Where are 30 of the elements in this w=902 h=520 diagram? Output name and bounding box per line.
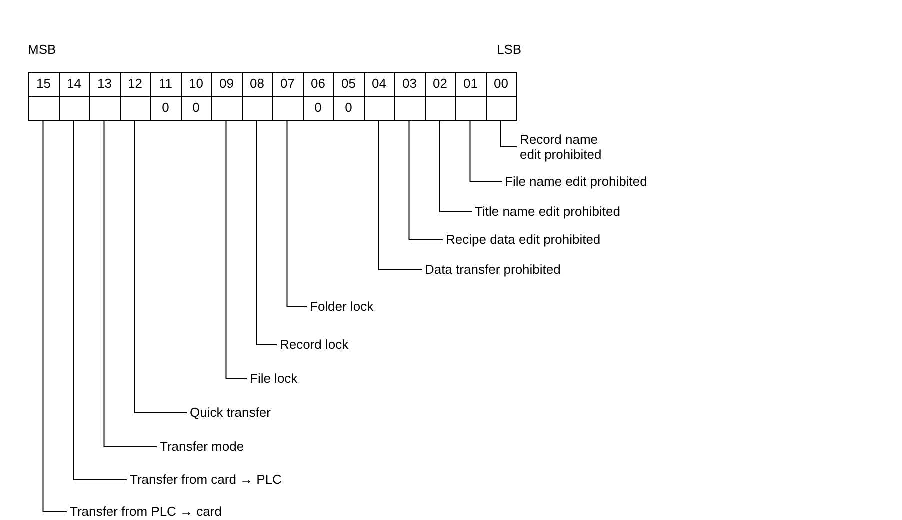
leader-line: [286, 120, 308, 308]
bit-description: Record lock: [280, 337, 349, 352]
leader-line: [226, 120, 248, 380]
leader-line: [134, 120, 188, 414]
bit-description: Data transfer prohibited: [425, 262, 561, 277]
leader-line: [73, 120, 128, 480]
leader-line: [470, 120, 502, 182]
bit-description: Title name edit prohibited: [475, 204, 620, 219]
bit-description: Folder lock: [310, 299, 374, 314]
leader-line: [42, 120, 68, 512]
leader-line: [104, 120, 158, 448]
leader-line: [256, 120, 278, 346]
bit-description: File name edit prohibited: [505, 174, 648, 189]
leader-line: [439, 120, 472, 212]
bit-description: Record name edit prohibited: [520, 132, 620, 162]
bit-description: Transfer from card → PLC: [130, 472, 282, 487]
leader-line: [408, 120, 444, 240]
bit-number: 15: [28, 72, 60, 96]
bit-number: 00: [486, 72, 517, 96]
leader-line: [378, 120, 422, 270]
bit-order-label: LSB: [497, 42, 522, 57]
bit-description: Transfer from PLC → card: [70, 504, 222, 519]
bit-description: File lock: [250, 371, 298, 386]
bit-description: Quick transfer: [190, 405, 271, 420]
bit-field: [486, 96, 517, 120]
bit-field: [28, 96, 60, 120]
leader-line: [500, 120, 518, 148]
bit-order-label: MSB: [28, 42, 56, 57]
bit-description: Transfer mode: [160, 439, 244, 454]
bit-description: Recipe data edit prohibited: [446, 232, 601, 247]
